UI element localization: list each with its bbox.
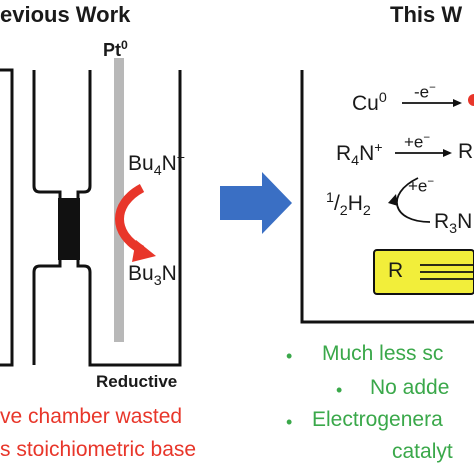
right-chamber-left-wall [76,70,92,200]
drawback-line-1: ve chamber wasted [0,405,183,428]
blue-block-arrow [220,172,292,234]
triple-bond [420,264,474,280]
r4n-arrow-label: +e− [404,132,431,152]
cu-product-partial [468,94,474,106]
advantage-2: No adde [370,376,450,399]
pt-electrode-label: Pt0 [103,38,128,60]
drawback-line-2: s stoichiometric base [0,438,197,461]
h2-evolution-curved-arrow [388,177,431,223]
cu0-label: Cu0 [352,90,387,115]
bullet-3: • [286,412,293,432]
bullet-2: • [336,380,343,400]
half-h2-label: 1/2H2 [326,190,371,220]
cu-arrow-label: -e− [414,82,436,102]
header-this-work: This W [390,2,463,27]
red-curved-arrow [115,184,156,262]
bu4n-plus-label: Bu4N+ [128,150,186,180]
alkyne-r-label: R [388,259,404,282]
membrane [58,198,80,260]
r4n-plus-label: R4N+ [336,140,383,170]
loop-arrow-label: +e− [408,176,435,196]
cu-oxidation-arrow [402,99,462,107]
cell-outer-left-wall [0,68,14,367]
bu3n-label: Bu3N [128,262,177,290]
reductive-chamber-label: Reductive [96,372,178,391]
pt-electrode [114,58,124,342]
advantage-3: Electrogenera [312,408,443,431]
right-cell-wall [300,70,474,324]
h-cell [0,68,182,367]
advantage-3-cont: catalyt [392,440,453,463]
bullet-1: • [286,346,293,366]
advantage-1: Much less sc [322,342,444,365]
r4n-reduction-arrow [395,149,452,157]
header-previous-work: evious Work [0,2,131,27]
right-chamber-left-wall-lower [76,70,182,367]
left-chamber-inner-wall-lower [32,258,62,365]
r3n-label: R3N [434,210,473,238]
left-chamber-inner-wall [32,70,62,200]
r4n-product-partial: R [458,140,474,163]
